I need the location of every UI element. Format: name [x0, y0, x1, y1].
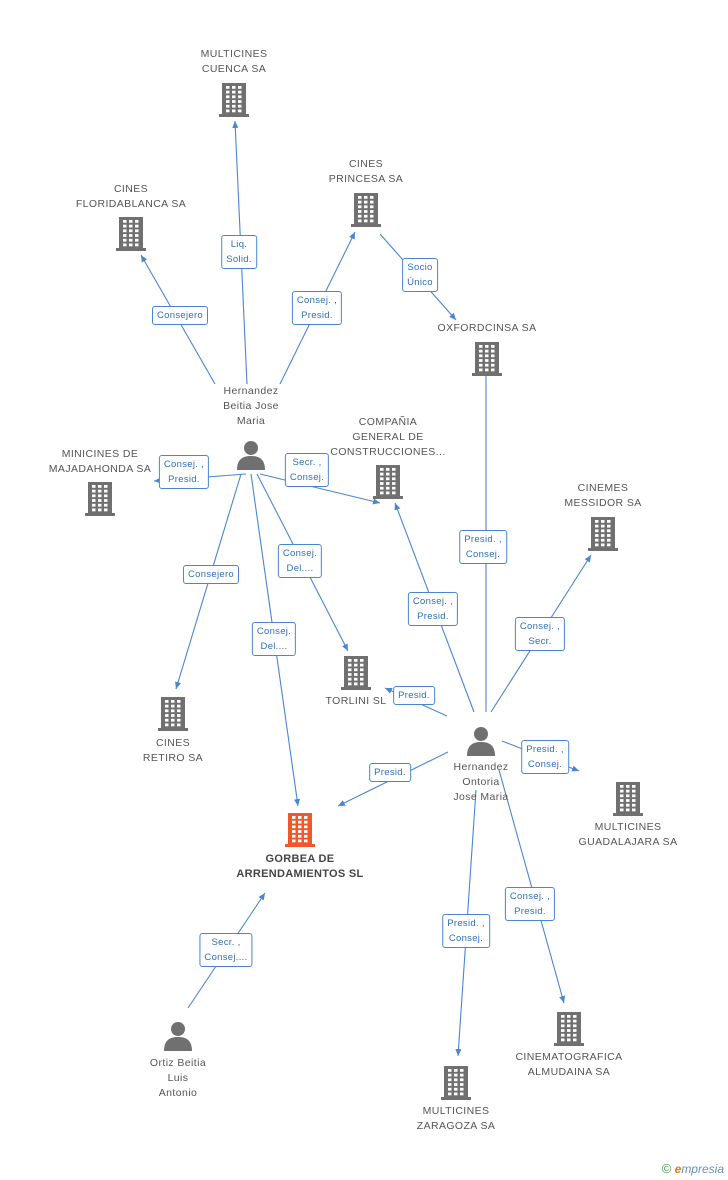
relation-label-hernandez-beitia-to-torlini[interactable]: Consej. Del.... — [277, 544, 323, 578]
node-label[interactable]: CINES RETIRO SA — [142, 737, 204, 764]
relation-label-hernandez-ontoria-to-multicines-zaragoza[interactable]: Presid. , Consej. — [442, 914, 490, 948]
person-node-hernandez-ontoria[interactable]: Hernandez Ontoria Jose Maria — [396, 726, 566, 803]
building-icon[interactable] — [402, 342, 572, 376]
relation-label-hernandez-beitia-to-compania-general[interactable]: Secr. , Consej. — [284, 453, 330, 487]
node-label[interactable]: COMPAÑIA GENERAL DE CONSTRUCCIONES... — [330, 416, 446, 458]
building-icon[interactable] — [303, 465, 473, 499]
node-label[interactable]: MULTICINES GUADALAJARA SA — [578, 821, 678, 848]
relation-label-hernandez-beitia-to-cines-retiro[interactable]: Consejero — [182, 565, 240, 584]
relation-label-hernandez-beitia-to-minicines-majadahonda[interactable]: Consej. , Presid. — [158, 455, 210, 489]
company-node-oxfordcinsa[interactable]: OXFORDCINSA SA — [402, 321, 572, 376]
relation-label-hernandez-ontoria-to-gorbea[interactable]: Presid. — [369, 763, 411, 782]
building-icon[interactable] — [271, 656, 441, 690]
company-node-compania-general[interactable]: COMPAÑIA GENERAL DE CONSTRUCCIONES... — [303, 415, 473, 499]
building-icon[interactable] — [149, 83, 319, 117]
node-label[interactable]: MINICINES DE MAJADAHONDA SA — [48, 448, 152, 475]
node-label[interactable]: CINES PRINCESA SA — [328, 158, 404, 185]
company-node-gorbea[interactable]: GORBEA DE ARRENDAMIENTOS SL — [215, 813, 385, 880]
building-icon[interactable] — [371, 1066, 541, 1100]
node-label[interactable]: MULTICINES CUENCA SA — [200, 48, 268, 75]
relation-label-hernandez-beitia-to-cines-floridablanca[interactable]: Consejero — [151, 306, 209, 325]
node-label[interactable]: MULTICINES ZARAGOZA SA — [416, 1105, 496, 1132]
relation-label-hernandez-ontoria-to-cinemes-messidor[interactable]: Consej. , Secr. — [514, 617, 566, 651]
company-node-cines-princesa[interactable]: CINES PRINCESA SA — [281, 157, 451, 227]
edge-hernandez-ontoria-to-cinematografica-almudaina — [498, 769, 566, 1004]
relation-label-hernandez-beitia-to-cines-princesa[interactable]: Consej. , Presid. — [291, 291, 343, 325]
relation-label-cines-princesa-to-oxfordcinsa[interactable]: Socio Único — [402, 258, 438, 292]
person-icon[interactable] — [93, 1021, 263, 1051]
building-icon[interactable] — [88, 697, 258, 731]
company-node-torlini[interactable]: TORLINI SL — [271, 656, 441, 707]
building-icon[interactable] — [518, 517, 688, 551]
company-node-cinematografica-almudaina[interactable]: CINEMATOGRAFICA ALMUDAINA SA — [484, 1012, 654, 1078]
copyright-icon: © — [661, 1161, 672, 1176]
building-icon[interactable] — [46, 217, 216, 251]
relation-label-hernandez-ontoria-to-cinematografica-almudaina[interactable]: Consej. , Presid. — [504, 887, 556, 921]
node-label[interactable]: GORBEA DE ARRENDAMIENTOS SL — [236, 853, 364, 880]
company-node-multicines-cuenca[interactable]: MULTICINES CUENCA SA — [149, 47, 319, 117]
relation-label-hernandez-beitia-to-multicines-cuenca[interactable]: Liq. Solid. — [221, 235, 257, 269]
building-icon[interactable] — [484, 1012, 654, 1046]
building-icon[interactable] — [281, 193, 451, 227]
company-node-multicines-guadalajara[interactable]: MULTICINES GUADALAJARA SA — [543, 782, 713, 848]
company-node-cines-floridablanca[interactable]: CINES FLORIDABLANCA SA — [46, 182, 216, 251]
node-label[interactable]: CINES FLORIDABLANCA SA — [75, 183, 187, 210]
node-label[interactable]: CINEMATOGRAFICA ALMUDAINA SA — [515, 1051, 623, 1078]
relation-label-hernandez-beitia-to-gorbea[interactable]: Consej. Del.... — [251, 622, 297, 656]
company-node-multicines-zaragoza[interactable]: MULTICINES ZARAGOZA SA — [371, 1066, 541, 1132]
relation-label-hernandez-ontoria-to-compania-general[interactable]: Consej. , Presid. — [407, 592, 459, 626]
person-node-ortiz-beitia[interactable]: Ortiz Beitia Luis Antonio — [93, 1021, 263, 1099]
empresia-logo[interactable]: © empresia — [661, 1161, 724, 1176]
node-label[interactable]: Hernandez Ontoria Jose Maria — [453, 761, 509, 803]
node-label[interactable]: OXFORDCINSA SA — [437, 322, 537, 334]
company-node-cinemes-messidor[interactable]: CINEMES MESSIDOR SA — [518, 481, 688, 551]
relation-label-hernandez-ontoria-to-oxfordcinsa[interactable]: Presid. , Consej. — [459, 530, 507, 564]
node-label[interactable]: TORLINI SL — [325, 695, 387, 707]
relation-label-hernandez-ontoria-to-torlini[interactable]: Presid. — [393, 686, 435, 705]
person-node-hernandez-beitia[interactable]: Hernandez Beitia Jose Maria — [166, 384, 336, 470]
building-icon[interactable] — [543, 782, 713, 816]
person-icon[interactable] — [166, 440, 336, 470]
node-label[interactable]: Ortiz Beitia Luis Antonio — [149, 1057, 207, 1099]
building-icon[interactable] — [15, 482, 185, 516]
company-node-cines-retiro[interactable]: CINES RETIRO SA — [88, 697, 258, 764]
person-icon[interactable] — [396, 726, 566, 756]
relation-label-ortiz-beitia-to-gorbea[interactable]: Secr. , Consej.... — [199, 933, 253, 967]
building-icon[interactable] — [215, 813, 385, 847]
relation-label-hernandez-ontoria-to-multicines-guadalajara[interactable]: Presid. , Consej. — [521, 740, 569, 774]
company-node-minicines-majadahonda[interactable]: MINICINES DE MAJADAHONDA SA — [15, 447, 185, 516]
node-label[interactable]: CINEMES MESSIDOR SA — [564, 482, 642, 509]
edge-hernandez-beitia-to-compania-general — [259, 473, 381, 505]
node-label[interactable]: Hernandez Beitia Jose Maria — [223, 385, 279, 427]
